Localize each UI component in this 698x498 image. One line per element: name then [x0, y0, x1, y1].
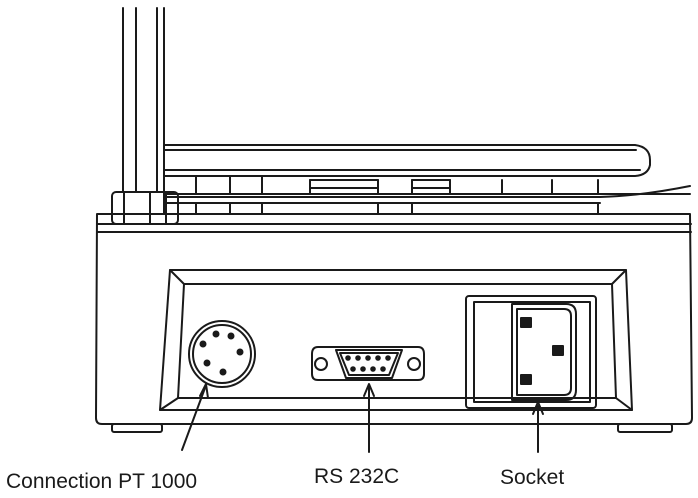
- callout-arrows: [181, 383, 544, 453]
- pt1000-connector: [188, 320, 256, 388]
- rs232-arrowhead: [363, 383, 375, 397]
- heating-plate: [163, 144, 651, 177]
- pt1000-arrowhead: [199, 383, 209, 399]
- label-rs232c: RS 232C: [314, 465, 400, 488]
- power-socket: [465, 295, 597, 409]
- pt1000-arrow: [181, 387, 206, 451]
- socket-arrowhead: [532, 401, 544, 415]
- rs232-connector: [311, 346, 425, 381]
- label-socket: Socket: [500, 466, 565, 489]
- spacer-slats: [163, 175, 691, 215]
- label-connection-pt1000: Connection PT 1000: [6, 470, 198, 493]
- housing: [95, 213, 693, 433]
- support-rod: [122, 7, 165, 193]
